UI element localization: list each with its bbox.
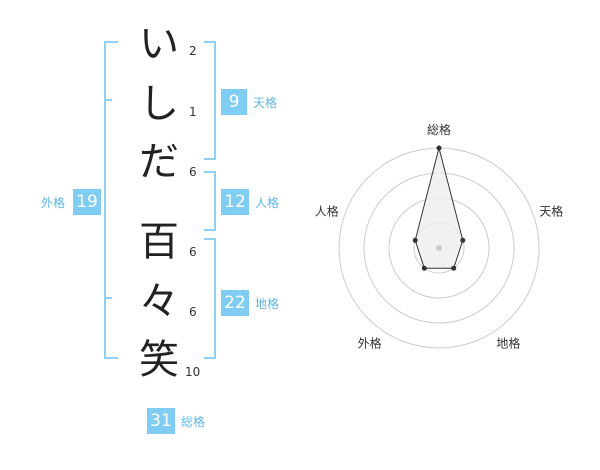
radar-axis-label-1: 総格 — [427, 122, 451, 137]
chikaku-label: 地格 — [255, 297, 280, 311]
name-char-1: い — [139, 21, 179, 67]
tenkaku-bracket-bottom — [204, 158, 216, 160]
gaikaku-value-badge: 19 — [73, 189, 101, 215]
gaikaku-bracket-vertical — [104, 41, 106, 359]
chikaku-bracket-top — [204, 238, 216, 240]
stroke-count-3: 6 — [189, 165, 197, 179]
radar-axis-label-5: 人格 — [315, 204, 339, 219]
jinkaku-label: 人格 — [255, 196, 280, 210]
radar-point-4 — [421, 265, 427, 271]
gaikaku-bracket-top — [104, 41, 118, 43]
chikaku-bracket-vertical — [214, 238, 216, 359]
soukaku-label: 総格 — [181, 415, 206, 429]
gaikaku-bracket-tick-upper — [104, 99, 112, 101]
tenkaku-label: 天格 — [253, 96, 278, 110]
jinkaku-bracket-vertical — [214, 171, 216, 231]
jinkaku-bracket-top — [204, 171, 216, 173]
name-char-4: 百 — [139, 219, 179, 265]
stroke-count-4: 6 — [189, 245, 197, 259]
radar-axis-label-3: 地格 — [496, 336, 520, 351]
tenkaku-value-badge: 9 — [221, 89, 247, 115]
soukaku-value-badge: 31 — [147, 408, 175, 434]
tenkaku-bracket-top — [204, 41, 216, 43]
stroke-count-6: 10 — [185, 365, 201, 379]
radar-axis-label-4: 外格 — [358, 336, 382, 351]
radar-axis-label-2: 天格 — [539, 204, 563, 219]
chikaku-bracket-bottom — [204, 357, 216, 359]
stroke-count-1: 2 — [189, 44, 197, 58]
stroke-count-5: 6 — [189, 305, 197, 319]
radar-value-polygon — [414, 147, 464, 269]
radar-point-1 — [436, 145, 442, 151]
radar-point-3 — [451, 265, 457, 271]
gaikaku-bracket-tick-lower — [104, 297, 112, 299]
name-char-2: し — [139, 81, 179, 127]
tenkaku-bracket-vertical — [214, 41, 216, 160]
radar-point-2 — [460, 237, 466, 243]
jinkaku-bracket-bottom — [204, 229, 216, 231]
chikaku-value-badge: 22 — [221, 290, 249, 316]
name-char-6: 笑 — [139, 337, 179, 383]
name-char-5: 々 — [139, 279, 179, 325]
radar-point-5 — [412, 237, 418, 243]
stroke-count-2: 1 — [189, 105, 197, 119]
gaikaku-bracket-bottom — [104, 357, 118, 359]
jinkaku-value-badge: 12 — [221, 189, 249, 215]
gaikaku-label: 外格 — [41, 196, 66, 210]
radar-center-dot — [436, 245, 442, 251]
name-char-3: だ — [139, 139, 179, 185]
